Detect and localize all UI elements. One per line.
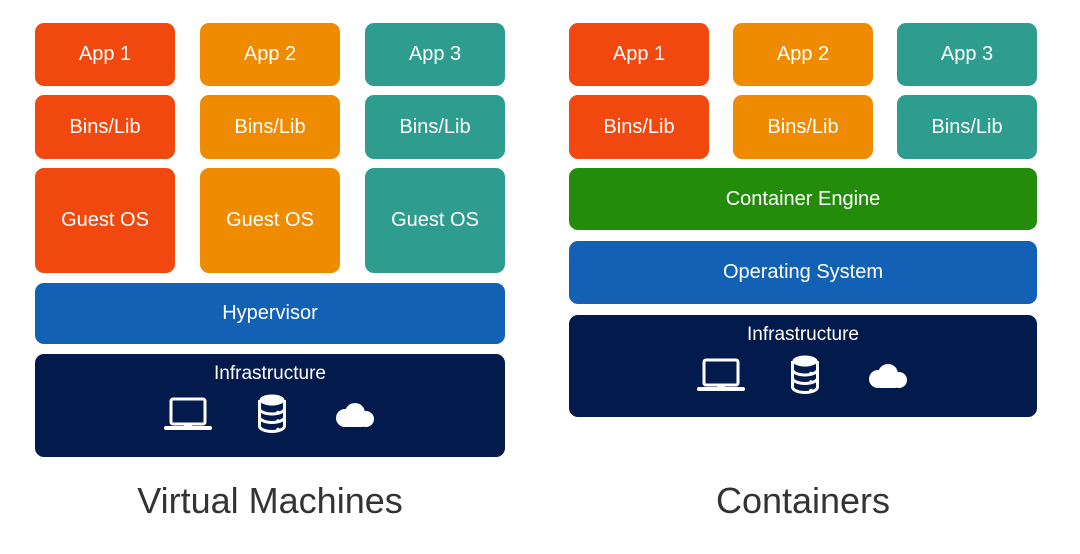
database-icon <box>790 354 820 398</box>
laptop-icon <box>163 397 213 433</box>
infrastructure-label: Infrastructure <box>214 363 326 384</box>
infrastructure-icons <box>163 393 377 437</box>
containers-panel: App 1 Bins/Lib App 2 Bins/Lib App 3 Bins… <box>569 23 1037 521</box>
app-box: App 3 <box>365 23 505 86</box>
bins-lib-box: Bins/Lib <box>897 95 1037 159</box>
bins-lib-box: Bins/Lib <box>569 95 709 159</box>
infrastructure-box: Infrastructure <box>569 315 1037 417</box>
infrastructure-icons <box>696 354 910 398</box>
vm-columns: App 1 Bins/Lib Guest OS App 2 Bins/Lib G… <box>35 23 505 273</box>
app-box: App 2 <box>200 23 340 86</box>
guest-os-box: Guest OS <box>365 168 505 273</box>
containers-columns: App 1 Bins/Lib App 2 Bins/Lib App 3 Bins… <box>569 23 1037 159</box>
vm-column-1: App 1 Bins/Lib Guest OS <box>35 23 175 273</box>
vm-column-3: App 3 Bins/Lib Guest OS <box>365 23 505 273</box>
app-box: App 3 <box>897 23 1037 86</box>
infrastructure-label: Infrastructure <box>747 324 859 345</box>
app-box: App 2 <box>733 23 873 86</box>
app-box: App 1 <box>569 23 709 86</box>
laptop-icon <box>696 358 746 394</box>
guest-os-box: Guest OS <box>35 168 175 273</box>
bins-lib-box: Bins/Lib <box>733 95 873 159</box>
app-box: App 1 <box>35 23 175 86</box>
vm-column-2: App 2 Bins/Lib Guest OS <box>200 23 340 273</box>
containers-column-3: App 3 Bins/Lib <box>897 23 1037 159</box>
vm-panel: App 1 Bins/Lib Guest OS App 2 Bins/Lib G… <box>35 23 505 521</box>
operating-system-box: Operating System <box>569 241 1037 304</box>
bins-lib-box: Bins/Lib <box>35 95 175 159</box>
bins-lib-box: Bins/Lib <box>365 95 505 159</box>
database-icon <box>257 393 287 437</box>
cloud-icon <box>864 362 910 390</box>
infrastructure-box: Infrastructure <box>35 354 505 457</box>
containers-caption: Containers <box>715 480 891 521</box>
container-engine-box: Container Engine <box>569 168 1037 230</box>
guest-os-box: Guest OS <box>200 168 340 273</box>
bins-lib-box: Bins/Lib <box>200 95 340 159</box>
hypervisor-box: Hypervisor <box>35 283 505 344</box>
containers-column-2: App 2 Bins/Lib <box>733 23 873 159</box>
vm-caption: Virtual Machines <box>137 480 403 521</box>
containers-column-1: App 1 Bins/Lib <box>569 23 709 159</box>
cloud-icon <box>331 401 377 429</box>
